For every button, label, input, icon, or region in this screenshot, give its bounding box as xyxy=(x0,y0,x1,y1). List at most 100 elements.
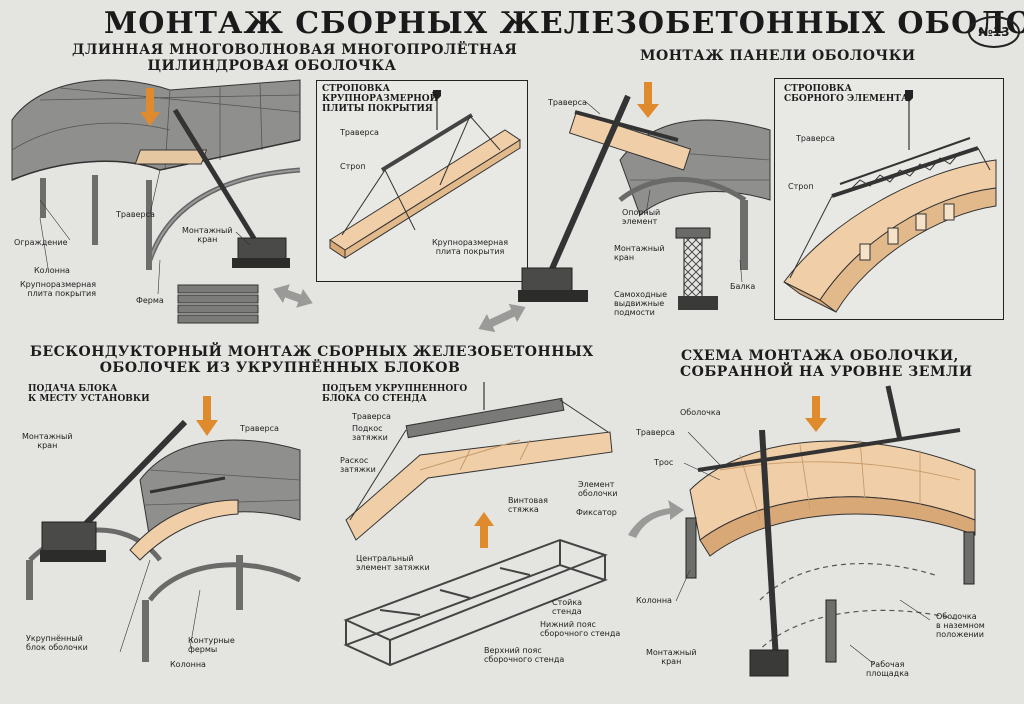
label-line: Винтовая xyxy=(508,496,548,505)
subtitle-line: СБОРНОГО ЭЛЕМЕНТА xyxy=(784,94,909,104)
label-traverse: Траверса xyxy=(340,128,379,137)
label-scaffold: Самоходные выдвижные подмости xyxy=(614,290,667,317)
sling xyxy=(469,115,501,151)
section-heading-line: ОБОЛОЧЕК ИЗ УКРУПНЁННЫХ БЛОКОВ xyxy=(99,360,461,376)
label-line: элемент затяжки xyxy=(356,563,430,572)
sling xyxy=(789,195,833,279)
section-heading-line: СОБРАННОЙ НА УРОВНЕ ЗЕМЛИ xyxy=(680,364,973,380)
section-heading-panel-mounting: МОНТАЖ ПАНЕЛИ ОБОЛОЧКИ xyxy=(640,48,916,64)
traverse-beam xyxy=(405,397,565,439)
label-tie-brace: Раскос затяжки xyxy=(340,456,376,474)
column xyxy=(40,178,46,218)
sling xyxy=(439,115,471,186)
assembled-block xyxy=(345,431,613,541)
orange-arrow xyxy=(474,512,494,548)
slab-slinging-illustration xyxy=(329,90,521,259)
label-central-tie: Центральный элемент затяжки xyxy=(356,554,430,572)
label-line: площадка xyxy=(866,669,909,678)
crane-body xyxy=(521,267,573,295)
subtitle-block-lift: ПОДЪЕМ УКРУПНЕННОГО БЛОКА СО СТЕНДА xyxy=(322,384,467,404)
label-line: Монтажный xyxy=(182,226,233,235)
label-line: кран xyxy=(37,441,58,450)
label-crane: Монтажный кран xyxy=(22,432,73,450)
sheet-number-badge: №13 xyxy=(968,16,1020,48)
label-line: сборочного стенда xyxy=(484,655,565,664)
label-shell: Оболочка xyxy=(680,408,721,417)
label-line: выдвижные xyxy=(614,299,665,308)
panel-being-lifted xyxy=(568,111,692,171)
subtitle-line: ПОДАЧА БЛОКА xyxy=(28,384,118,394)
subtitle-line: БЛОКА СО СТЕНДА xyxy=(322,394,427,404)
label-line: Раскос xyxy=(340,456,369,465)
slab-stack xyxy=(177,284,259,324)
label-crane: Монтажный кран xyxy=(614,244,665,262)
label-line: стяжка xyxy=(508,505,539,514)
label-tie-strut: Подкос затяжки xyxy=(352,424,388,442)
shell-waves xyxy=(11,82,301,171)
label-line: Рабочая xyxy=(870,660,905,669)
orange-arrow xyxy=(637,82,659,118)
label-line: кран xyxy=(661,657,682,666)
label-stand-post: Стойка стенда xyxy=(552,598,582,616)
label-column: Колонна xyxy=(636,596,672,605)
label-line: Центральный xyxy=(356,554,414,563)
label-line: блок оболочки xyxy=(26,643,88,652)
section-heading-block-mounting: БЕСКОНДУКТОРНЫЙ МОНТАЖ СБОРНЫХ ЖЕЛЕЗОБЕТ… xyxy=(30,344,594,376)
label-line: Оболочка xyxy=(936,612,977,621)
subtitle-line: СТРОПОВКА xyxy=(784,84,852,94)
block-feed-illustration xyxy=(26,396,302,662)
label-work-platform: Рабочая площадка xyxy=(866,660,909,678)
label-line: Крупноразмерная xyxy=(432,238,509,247)
section-heading-line: ДЛИННАЯ МНОГОВОЛНОВАЯ МНОГОПРОЛЁТНАЯ xyxy=(72,42,518,58)
label-upper-chord: Верхний пояс сборочного стенда xyxy=(484,646,564,664)
orange-arrow xyxy=(140,88,160,126)
sling xyxy=(349,429,407,521)
ground-assembly-illustration xyxy=(685,385,976,677)
label-line: Самоходные xyxy=(614,290,668,299)
label-cable: Трос xyxy=(654,458,674,467)
column xyxy=(26,560,33,600)
label-line: затяжки xyxy=(352,433,388,442)
label-screw-tie: Винтовая стяжка xyxy=(508,496,548,514)
subtitle-line: СТРОПОВКА xyxy=(322,84,390,94)
block-lift-illustration xyxy=(343,382,684,667)
section-heading-line: БЕСКОНДУКТОРНЫЙ МОНТАЖ СБОРНЫХ ЖЕЛЕЗОБЕТ… xyxy=(30,344,594,360)
shell-ground-position xyxy=(749,609,961,661)
double-arrow-grey xyxy=(273,284,313,308)
shell-roof xyxy=(11,79,301,181)
subtitle-line: К МЕСТУ УСТАНОВКИ xyxy=(28,394,150,404)
label-beam: Балка xyxy=(730,282,756,291)
large-slab xyxy=(329,129,521,251)
shell-front-edge xyxy=(11,139,301,181)
crane-hook xyxy=(433,90,441,100)
panel-mounting-illustration xyxy=(518,82,771,310)
subtitle-block-feed: ПОДАЧА БЛОКА К МЕСТУ УСТАНОВКИ xyxy=(28,384,150,404)
label-line: кран xyxy=(197,235,218,244)
arch-truss xyxy=(618,176,747,203)
crane-hook xyxy=(905,90,913,102)
traverse-truss xyxy=(831,146,979,198)
traverse-beam xyxy=(574,110,679,142)
label-line: в наземном xyxy=(936,621,985,630)
sling xyxy=(977,147,991,171)
label-shell-ground-position: Оболочка в наземном положении xyxy=(936,612,985,639)
label-line: затяжки xyxy=(340,465,376,474)
label-traverse: Траверса xyxy=(240,424,279,433)
section-heading-line: СХЕМА МОНТАЖА ОБОЛОЧКИ, xyxy=(681,348,959,364)
label-line: Опорный xyxy=(622,208,661,217)
label-line: стенда xyxy=(552,607,582,616)
label-column: Колонна xyxy=(34,266,70,275)
label-line: положении xyxy=(936,630,984,639)
crane-tracks xyxy=(518,290,588,302)
element-slinging-illustration xyxy=(783,90,997,313)
label-line: Монтажный xyxy=(614,244,665,253)
label-line: Верхний пояс xyxy=(484,646,542,655)
label-line: Стойка xyxy=(552,598,583,607)
label-line: кран xyxy=(614,253,635,262)
label-column: Колонна xyxy=(170,660,206,669)
label-line: элемент xyxy=(622,217,658,226)
crane-tracks xyxy=(40,550,106,562)
label-line: Монтажный xyxy=(22,432,73,441)
